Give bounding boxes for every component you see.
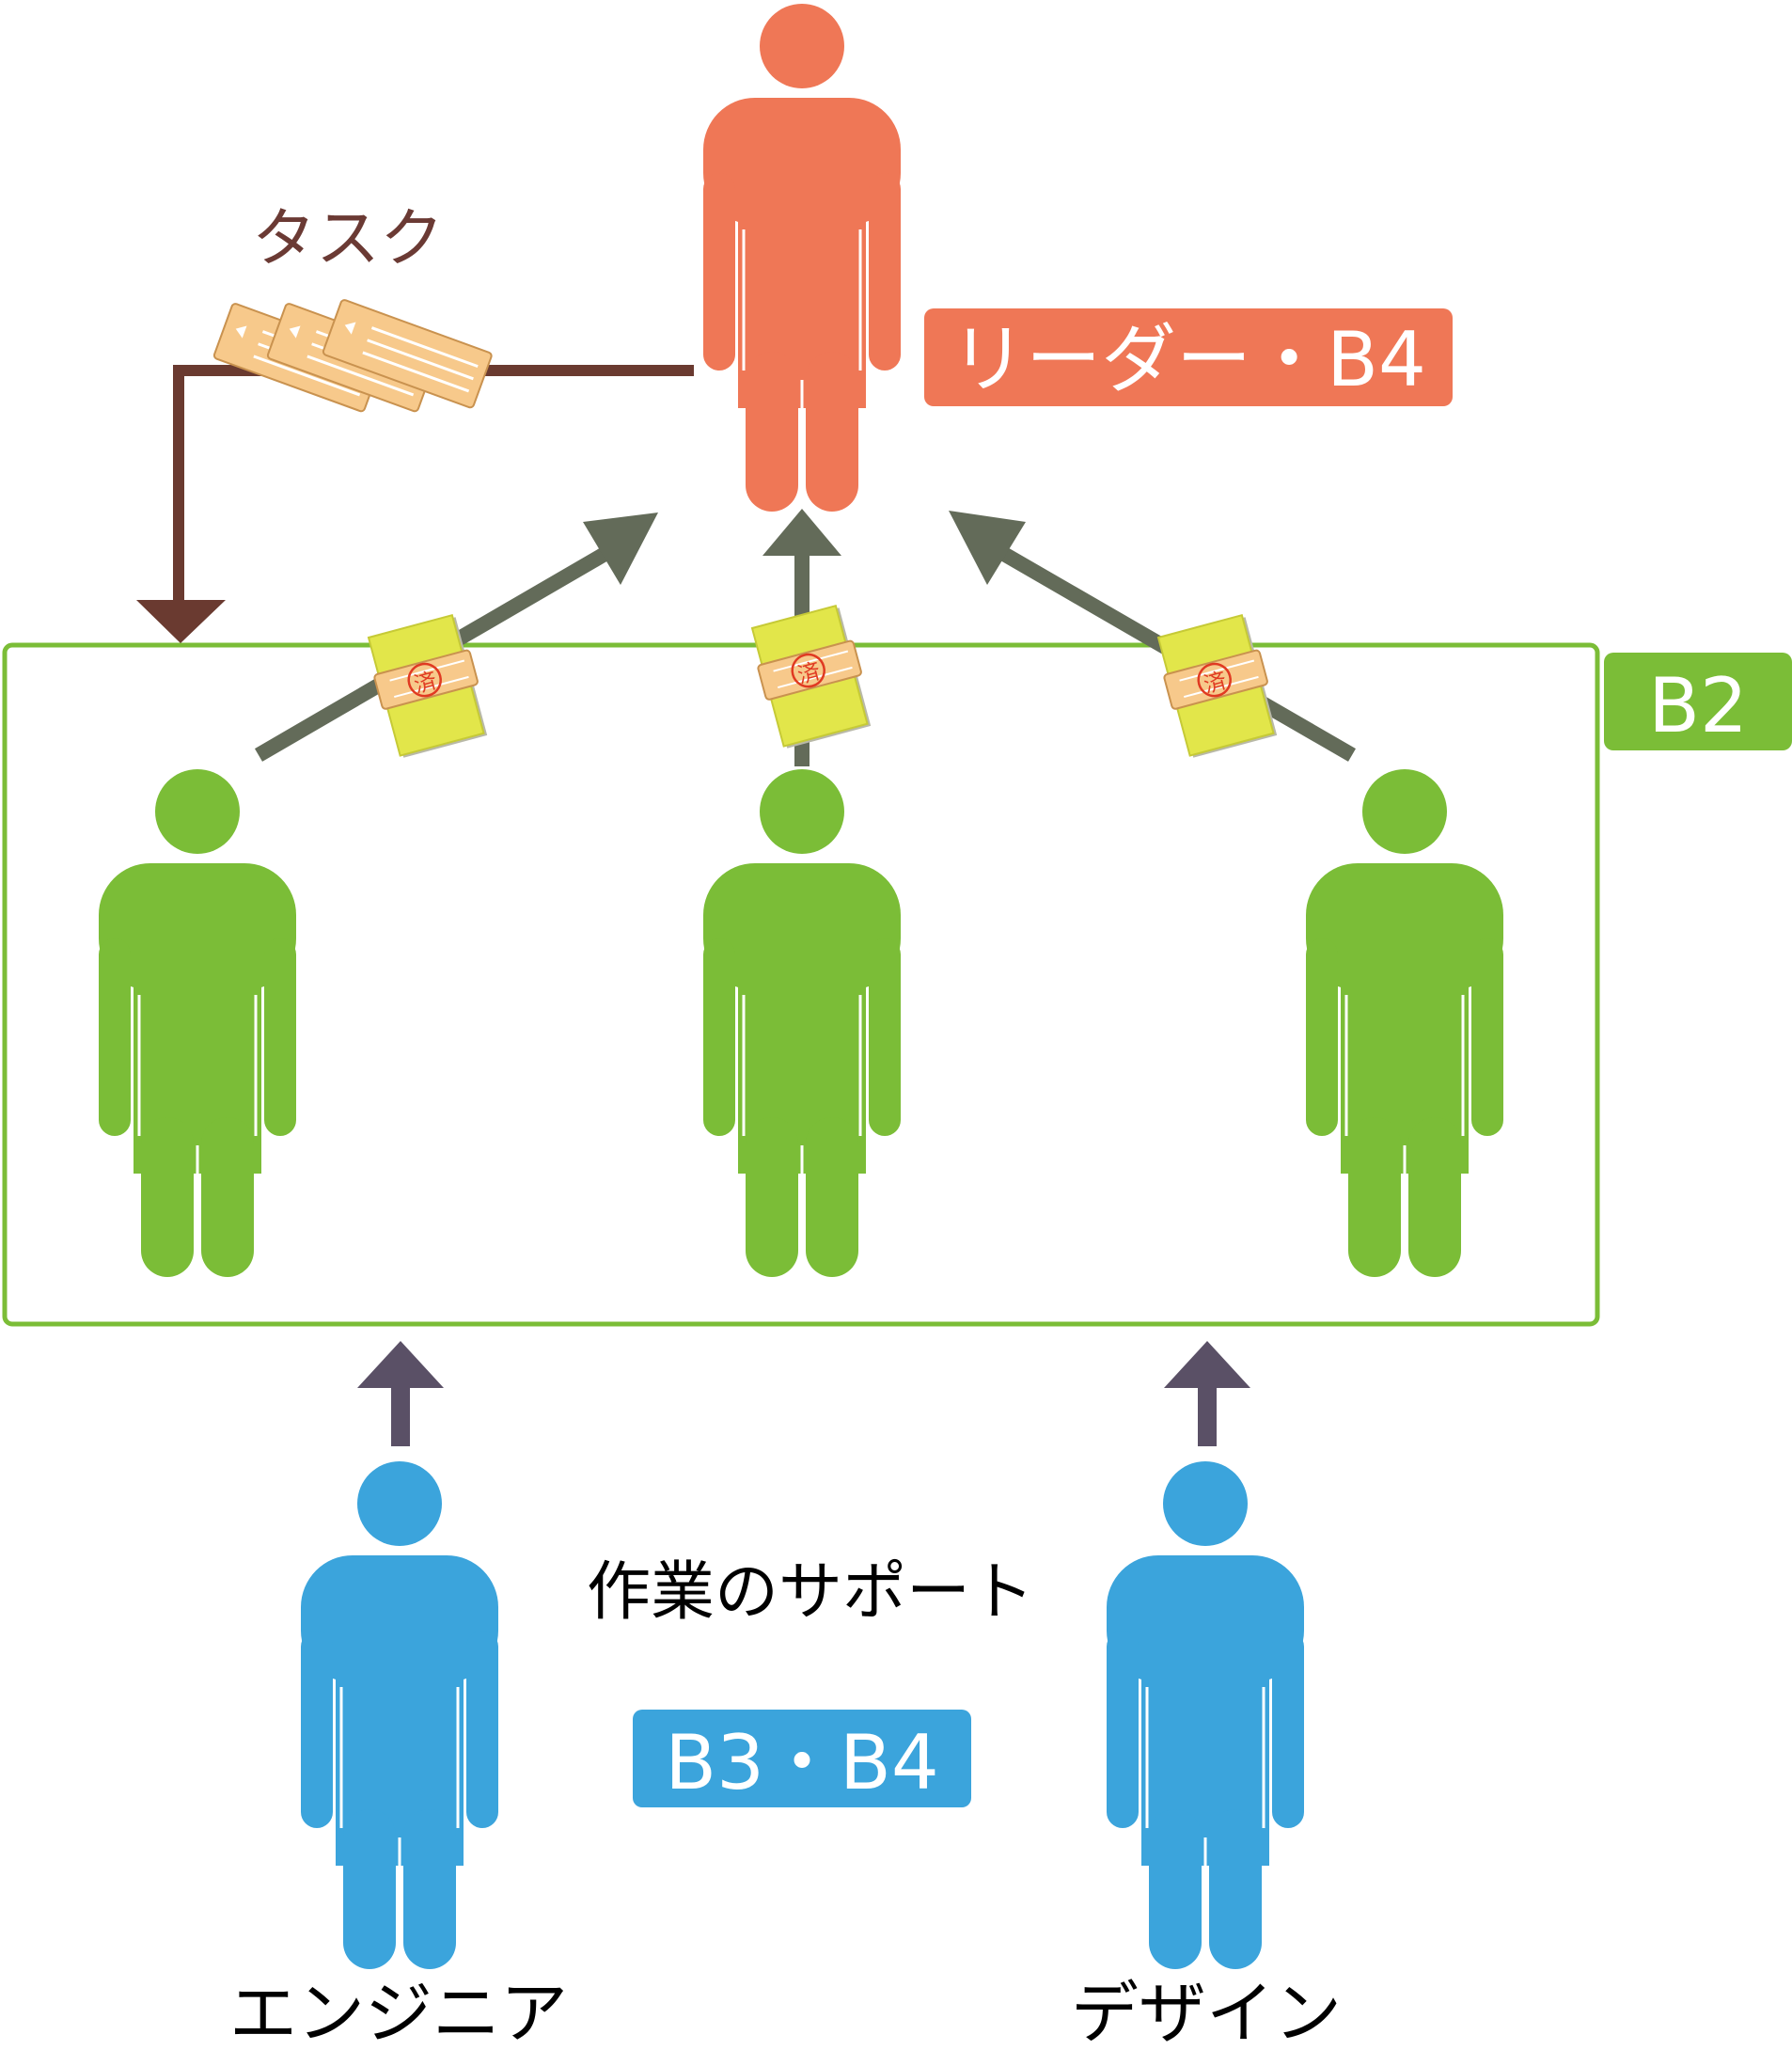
task-label: タスク: [252, 202, 444, 276]
b2-badge-text: B2: [1648, 662, 1748, 749]
leader-badge: [924, 308, 1453, 406]
support-arrows: [357, 1341, 1250, 1446]
b2-badge: [1604, 653, 1792, 750]
engineer-label: エンジニア: [229, 1974, 568, 2050]
support-label: 作業のサポート: [587, 1555, 1034, 1630]
b2-member-center-icon: [701, 767, 903, 1279]
task-assign-arrowhead: [136, 600, 226, 643]
completed-document-icon: 済: [1152, 611, 1283, 762]
support-arrowhead-left: [357, 1341, 444, 1388]
report-arrowhead-right: [949, 511, 1026, 585]
b3b4-badge: [633, 1710, 971, 1807]
leader-badge-text: リーダー・B4: [951, 316, 1426, 403]
task-assign-arrow: [173, 365, 694, 602]
b3b4-badge-text: B3・B4: [665, 1719, 939, 1806]
design-label: デザイン: [1071, 1974, 1342, 2050]
b2-member-right-icon: [1304, 767, 1505, 1279]
designer-person-icon: [1105, 1459, 1306, 1971]
support-arrowhead-right: [1164, 1341, 1250, 1388]
completed-document-icon: 済: [746, 602, 877, 752]
report-arrowhead-center: [762, 509, 841, 556]
leader-person-icon: [701, 2, 903, 513]
engineer-person-icon: [299, 1459, 500, 1971]
task-cards: [212, 297, 495, 414]
report-arrowhead-left: [583, 512, 658, 585]
b2-member-left-icon: [97, 767, 298, 1279]
completed-document-icon: 済: [362, 611, 494, 762]
